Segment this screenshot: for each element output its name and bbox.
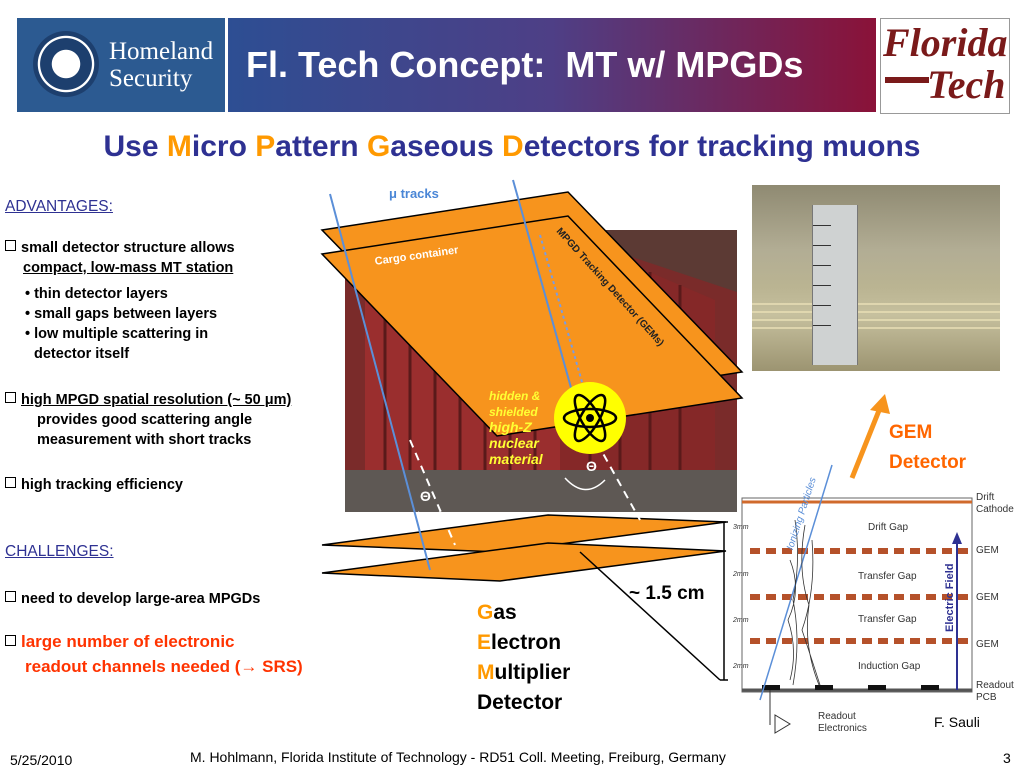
subtitle-letter-d: D	[502, 130, 524, 163]
logo-bar	[885, 77, 929, 83]
gem-label-1: GEM	[976, 545, 999, 556]
transfer-gap-label-1: Transfer Gap	[858, 571, 917, 582]
theta-right: Θ	[586, 458, 597, 474]
advantage-2: high MPGD spatial resolution (~ 50 μm) p…	[5, 390, 291, 450]
footer-citation: M. Hohlmann, Florida Institute of Techno…	[190, 749, 726, 765]
subtitle-letter-p: P	[255, 130, 276, 163]
gem-detector-label: GEM Detector	[889, 422, 967, 473]
transfer-gap-label-2: Transfer Gap	[858, 614, 917, 625]
slide-subtitle: Use Micro Pattern Gaseous Detectors for …	[0, 130, 1024, 164]
mu-tracks-label: μ tracks	[389, 186, 439, 201]
subtitle-part: attern	[275, 130, 367, 163]
logo-line-1: Homeland	[109, 38, 214, 65]
readout-pcb-label: Readout PCB	[976, 680, 1014, 703]
gem-stack-schematic	[741, 464, 973, 734]
logo-line-2: Security	[109, 65, 193, 92]
electric-field-label: Electric Field	[944, 563, 956, 632]
slide-title: Fl. Tech Concept: MT w/ MPGDs	[246, 44, 804, 85]
footer-date: 5/25/2010	[10, 752, 73, 768]
high-z-label: high-Z nuclear material	[489, 419, 543, 467]
subtitle-part: Use	[103, 130, 167, 163]
dim-label-2: 2mm	[733, 571, 749, 578]
checkbox-bullet-icon	[5, 477, 16, 488]
subtitle-letter-m: M	[166, 130, 192, 163]
advantage-1: small detector structure allows compact,…	[5, 238, 235, 278]
subtitle-part: icro	[191, 130, 256, 163]
induction-gap-label: Induction Gap	[858, 661, 921, 672]
checkbox-bullet-icon	[5, 392, 16, 403]
checkbox-bullet-icon	[5, 635, 16, 646]
hidden-shielded-label: hidden & shielded	[489, 389, 541, 419]
bottom-detector-plane-2	[321, 542, 727, 582]
gem-label-2: GEM	[976, 592, 999, 603]
page-number: 3	[1003, 750, 1011, 766]
florida-tech-logo: Florida Tech	[880, 18, 1010, 114]
readout-electronics-label: Readout Electronics	[818, 711, 867, 734]
dhs-seal-icon	[33, 31, 99, 97]
title-bar: Fl. Tech Concept: MT w/ MPGDs	[228, 18, 876, 112]
dim-label-4: 2mm	[733, 663, 749, 670]
logo-tech: Tech	[927, 62, 1006, 107]
advantage-3: high tracking efficiency	[5, 475, 183, 495]
gem-detector-photo	[752, 185, 1000, 371]
track-dotted	[539, 234, 591, 411]
logo-florida: Florida	[883, 20, 1008, 65]
checkbox-bullet-icon	[5, 591, 16, 602]
challenges-heading: CHALLENGES:	[5, 543, 114, 560]
subtitle-part: etectors for tracking muons	[523, 130, 921, 163]
theta-arc-left	[417, 511, 441, 517]
advantage-1-subitems: • thin detector layers • small gaps betw…	[25, 286, 218, 362]
dim-label-1: 3mm	[733, 524, 749, 531]
top-detector-plane-2	[320, 215, 744, 437]
subtitle-part: aseous	[390, 130, 503, 163]
checkbox-bullet-icon	[5, 240, 16, 251]
credit-label: F. Sauli	[934, 714, 980, 730]
theta-arc-right	[564, 477, 606, 491]
atom-icon	[554, 382, 626, 454]
gem-label-3: GEM	[976, 639, 999, 650]
dim-label-3: 2mm	[733, 617, 749, 624]
theta-left: Θ	[420, 488, 431, 504]
challenge-2: large number of electronic readout chann…	[5, 630, 303, 679]
drift-gap-label: Drift Gap	[868, 522, 909, 533]
drift-cathode-label: Drift Cathode	[976, 492, 1014, 515]
challenge-1: need to develop large-area MPGDs	[5, 589, 260, 609]
thickness-label: ~ 1.5 cm	[629, 583, 705, 604]
gem-acronym: Gas Electron Multiplier Detector	[477, 601, 571, 714]
ruler-icon	[812, 205, 858, 365]
thickness-bracket	[579, 521, 728, 681]
gem-pointer-arrow	[849, 394, 890, 479]
subtitle-letter-g: G	[366, 130, 391, 163]
advantages-heading: ADVANTAGES:	[5, 198, 113, 215]
muon-tracks	[329, 179, 581, 571]
homeland-security-logo: Homeland Security	[17, 18, 225, 112]
